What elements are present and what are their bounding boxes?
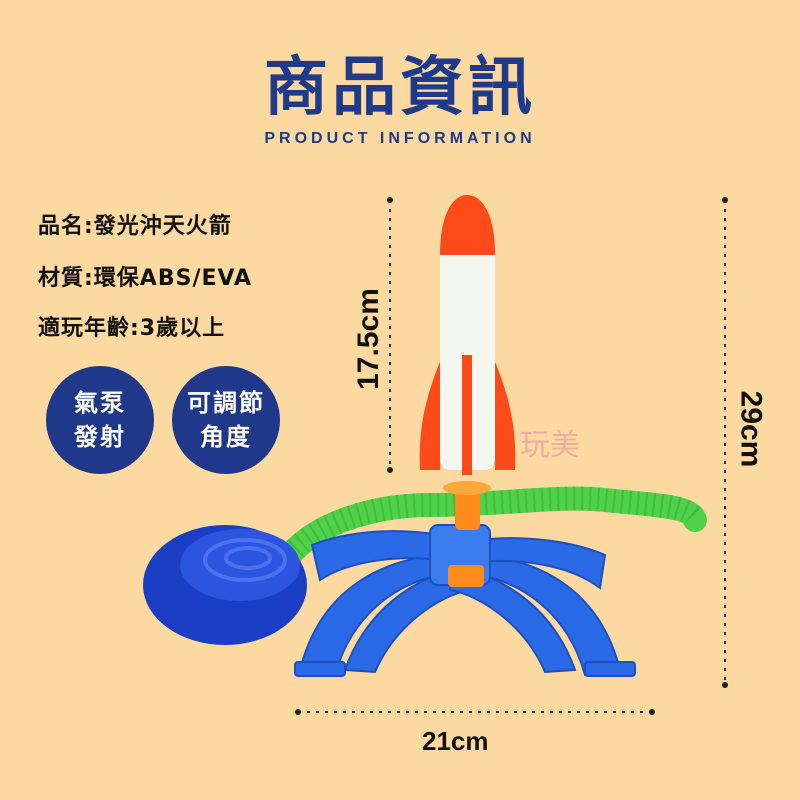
launch-stand bbox=[294, 524, 636, 677]
badge-line: 氣泵 bbox=[74, 389, 126, 417]
rocket-height-label: 17.5cm bbox=[351, 288, 385, 390]
dimension-endpoints bbox=[295, 197, 728, 715]
total-height-label: 29cm bbox=[734, 390, 768, 468]
air-pump bbox=[143, 525, 307, 645]
badge-line: 角度 bbox=[200, 423, 252, 451]
watermark: 玩美 bbox=[520, 428, 580, 463]
rocket bbox=[419, 195, 516, 475]
feature-badge-air-pump: 氣泵 發射 bbox=[46, 366, 154, 474]
spec-age: 適玩年齡:3歲以上 bbox=[38, 316, 226, 341]
page-subtitle: PRODUCT INFORMATION bbox=[264, 130, 536, 147]
feature-badge-adjustable: 可調節 角度 bbox=[172, 366, 280, 474]
spec-product-name: 品名:發光沖天火箭 bbox=[38, 214, 232, 239]
badge-line: 可調節 bbox=[187, 389, 265, 417]
dimension-lines bbox=[298, 200, 726, 713]
connector bbox=[443, 481, 491, 587]
spec-material: 材質:環保ABS/EVA bbox=[38, 266, 253, 291]
air-tube bbox=[278, 486, 707, 567]
page-title: 商品資訊 bbox=[264, 51, 536, 125]
width-label: 21cm bbox=[422, 726, 489, 756]
badge-line: 發射 bbox=[74, 423, 126, 451]
